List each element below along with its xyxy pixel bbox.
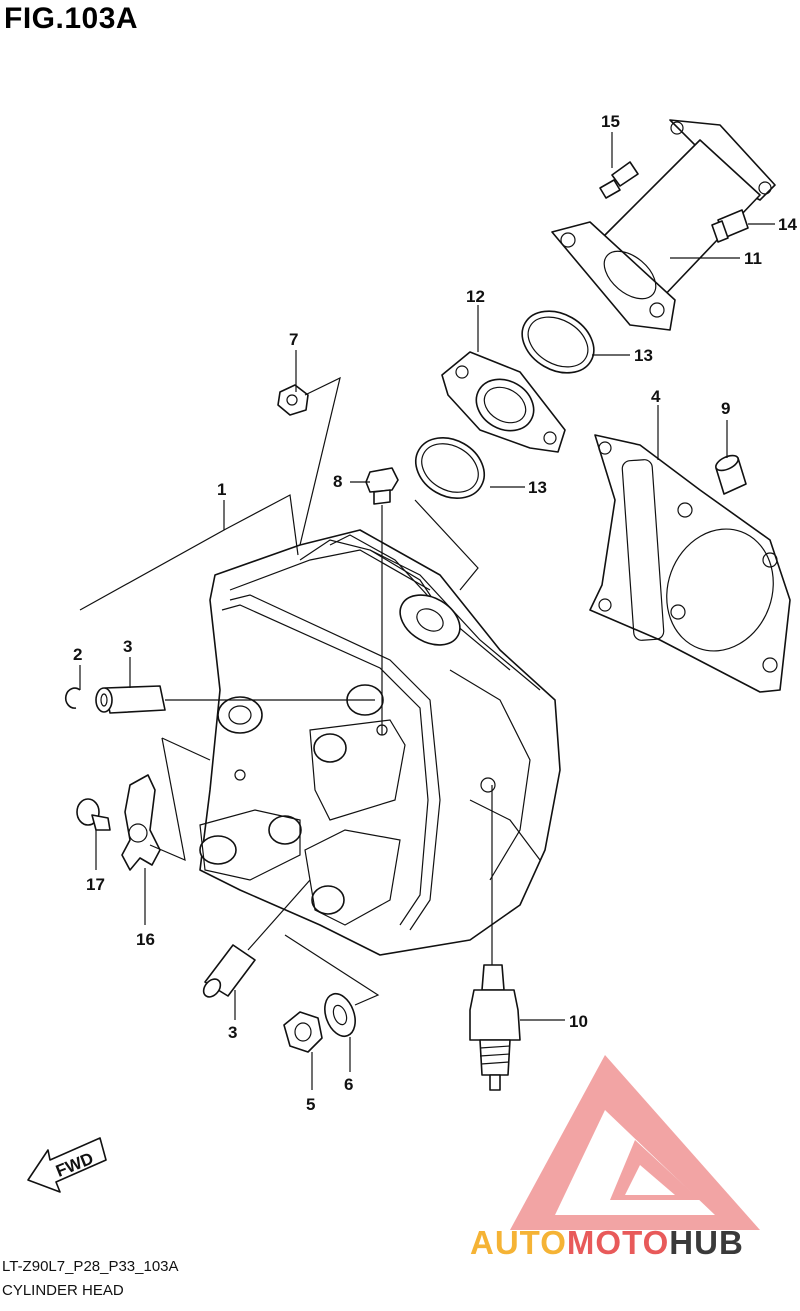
head-gasket <box>589 434 791 693</box>
spark-plug-10 <box>469 964 521 1091</box>
nut-7 <box>277 384 309 416</box>
dowel-pin-9 <box>715 454 747 495</box>
callout-8: 8 <box>333 472 342 491</box>
bolt-8 <box>365 467 399 505</box>
pin-3-lower <box>202 944 256 998</box>
callout-11: 11 <box>744 249 762 268</box>
leader-lines <box>79 132 775 1090</box>
circlip-2 <box>64 687 81 709</box>
bolt-15 <box>599 161 639 199</box>
callout-9: 9 <box>721 399 730 418</box>
fwd-badge-text: FWD <box>53 1149 96 1181</box>
callout-7: 7 <box>289 330 298 349</box>
o-ring-upper <box>521 310 595 374</box>
pin-3-upper <box>95 685 166 714</box>
screw-17 <box>76 798 111 831</box>
section-name: CYLINDER HEAD <box>2 1282 124 1299</box>
callout-12: 12 <box>466 287 485 306</box>
callout-3-lower: 3 <box>228 1023 237 1042</box>
callout-17: 17 <box>86 875 105 894</box>
nut-5 <box>283 1011 323 1053</box>
bolt-14 <box>711 209 749 243</box>
callout-15: 15 <box>601 112 620 131</box>
callout-3-upper: 3 <box>123 637 132 656</box>
watermark-part-auto: AUTO <box>470 1224 567 1261</box>
forward-direction-arrow-icon <box>27 1137 107 1193</box>
intake-pipe <box>551 119 776 331</box>
callout-13-lower: 13 <box>528 478 547 497</box>
watermark-logo-icon <box>510 1055 760 1230</box>
bracket-plate-16 <box>121 774 161 871</box>
callout-labels: 1 2 3 3 4 5 6 7 8 9 10 11 12 13 13 14 15… <box>53 112 797 1181</box>
intake-insulator <box>441 351 566 453</box>
watermark-brand-text: AUTOMOTOHUB <box>470 1224 744 1262</box>
watermark-part-hub: HUB <box>669 1224 744 1261</box>
callout-2: 2 <box>73 645 82 664</box>
callout-14: 14 <box>778 215 797 234</box>
callout-10: 10 <box>569 1012 588 1031</box>
cylinder-head <box>199 529 561 956</box>
callout-16: 16 <box>136 930 155 949</box>
callout-13-upper: 13 <box>634 346 653 365</box>
figure-title: FIG.103A <box>4 2 139 35</box>
o-ring-lower <box>415 437 485 499</box>
callout-1: 1 <box>217 480 226 499</box>
watermark-part-moto: MOTO <box>566 1224 670 1261</box>
washer-6 <box>324 992 356 1038</box>
callout-5: 5 <box>306 1095 315 1114</box>
diagram-code: LT-Z90L7_P28_P33_103A <box>2 1258 179 1275</box>
callout-6: 6 <box>344 1075 353 1094</box>
callout-4: 4 <box>651 387 661 406</box>
